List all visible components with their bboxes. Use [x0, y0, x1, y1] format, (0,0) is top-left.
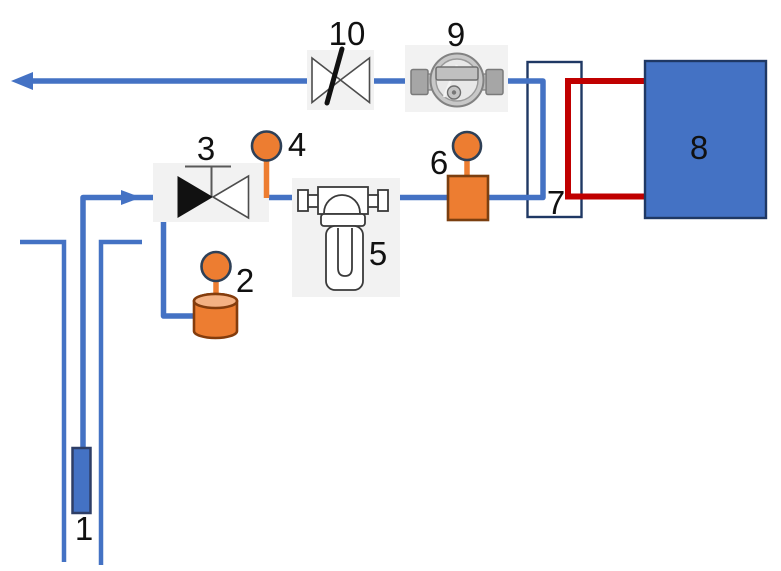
meter-left-nut	[410, 68, 429, 96]
component-label-8: 8	[690, 129, 708, 166]
valve-left-wedge	[177, 176, 213, 218]
filter-left-port	[297, 189, 309, 212]
tank-gauge-bulb	[200, 250, 232, 283]
check-valve	[153, 163, 269, 222]
storage-tank-box	[643, 59, 768, 220]
tank-cylinder-top	[192, 292, 239, 310]
water-filter	[292, 178, 400, 297]
filter-dome	[323, 194, 361, 214]
filter-body	[325, 225, 364, 291]
flow-direction-arrow-icon	[121, 190, 141, 205]
component-label-4: 4	[288, 126, 306, 163]
pressure-switch	[446, 130, 490, 222]
outlet-arrow-icon	[11, 72, 33, 90]
heat-exchanger-frame	[526, 60, 583, 219]
expansion-tank	[192, 250, 239, 340]
filter-right-port	[377, 189, 389, 212]
component-label-10: 10	[329, 15, 366, 52]
hot-loop-pipe	[565, 78, 652, 200]
component-label-2: 2	[236, 262, 254, 299]
well-casing-left	[20, 239, 67, 562]
shutoff-valve	[307, 46, 374, 110]
meter-right-nut	[485, 68, 504, 96]
meter-register-display	[435, 66, 479, 81]
component-label-7: 7	[547, 184, 565, 221]
pressure-gauge	[250, 130, 283, 198]
valve10-right-wedge	[339, 56, 371, 105]
valve10-left-wedge	[311, 56, 342, 105]
water-meter	[405, 45, 508, 112]
meter-dial-pin	[451, 90, 457, 95]
valve10-slash	[324, 46, 345, 106]
component-label-5: 5	[369, 235, 387, 272]
component-label-3: 3	[197, 130, 215, 167]
component-label-9: 9	[447, 16, 465, 53]
tank-branch-pipe	[160, 198, 195, 319]
gauge-bulb	[250, 130, 283, 162]
component-label-1: 1	[75, 510, 93, 547]
switch-box	[446, 174, 490, 222]
filter-cartridge	[337, 228, 353, 277]
submersible-pump	[71, 446, 92, 515]
switch-bulb	[451, 130, 483, 162]
valve-right-wedge	[211, 174, 250, 220]
well-casing-right	[98, 239, 142, 565]
component-label-6: 6	[430, 144, 448, 181]
filter-collar	[320, 213, 366, 227]
